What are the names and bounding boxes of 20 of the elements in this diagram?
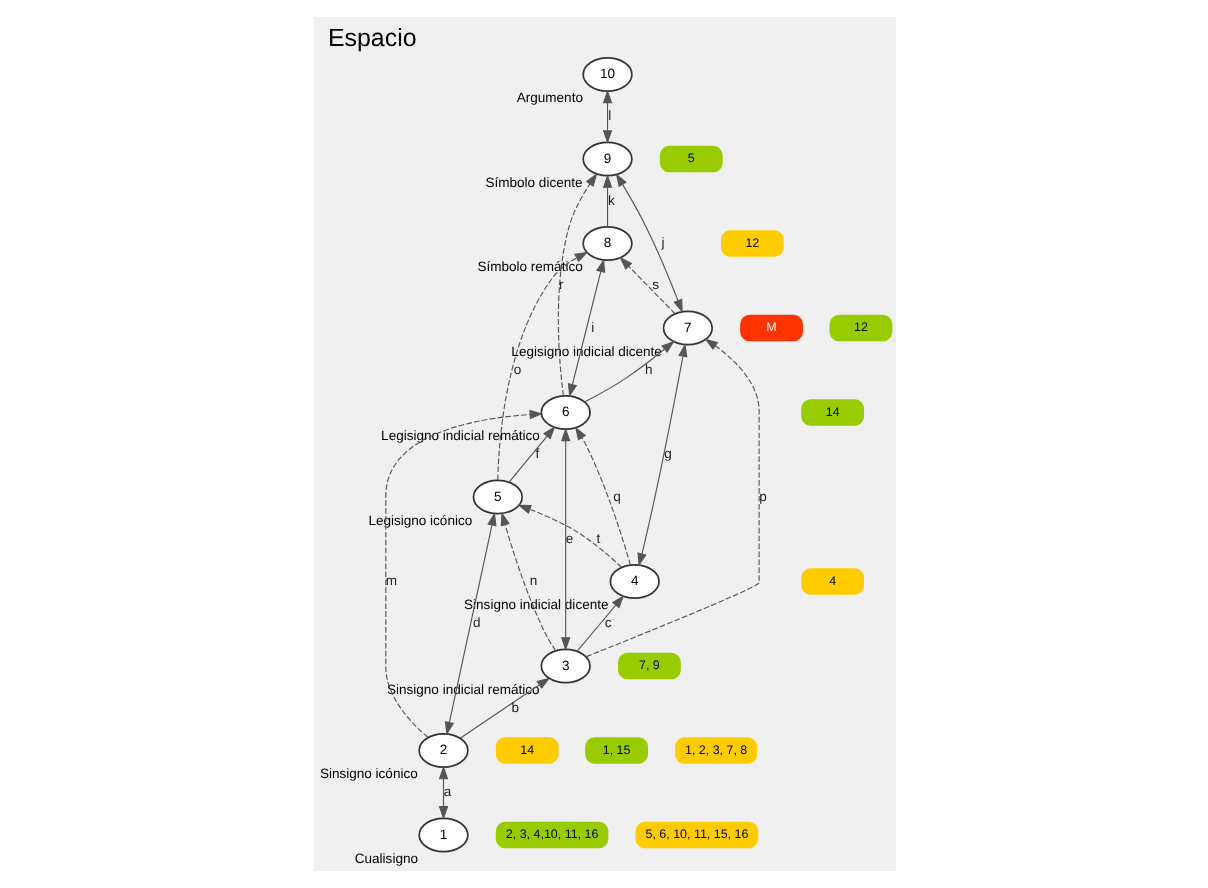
arrow — [618, 256, 675, 315]
arrow — [499, 512, 556, 652]
arrow — [584, 338, 759, 658]
arrow — [573, 426, 630, 566]
arrow — [566, 258, 605, 398]
arrow — [437, 765, 448, 820]
arrow — [516, 504, 621, 568]
arrow — [559, 427, 570, 651]
arrow — [601, 89, 612, 144]
arrow — [636, 343, 687, 567]
arrow — [507, 426, 555, 483]
arrow — [443, 512, 496, 736]
arrow — [384, 409, 543, 738]
arrow — [614, 173, 682, 313]
diagram-title: Espacio — [327, 23, 416, 52]
arrow — [601, 174, 612, 228]
arrow — [458, 677, 550, 739]
arrow — [496, 251, 588, 481]
arrow — [583, 340, 674, 403]
arrow — [556, 173, 597, 397]
